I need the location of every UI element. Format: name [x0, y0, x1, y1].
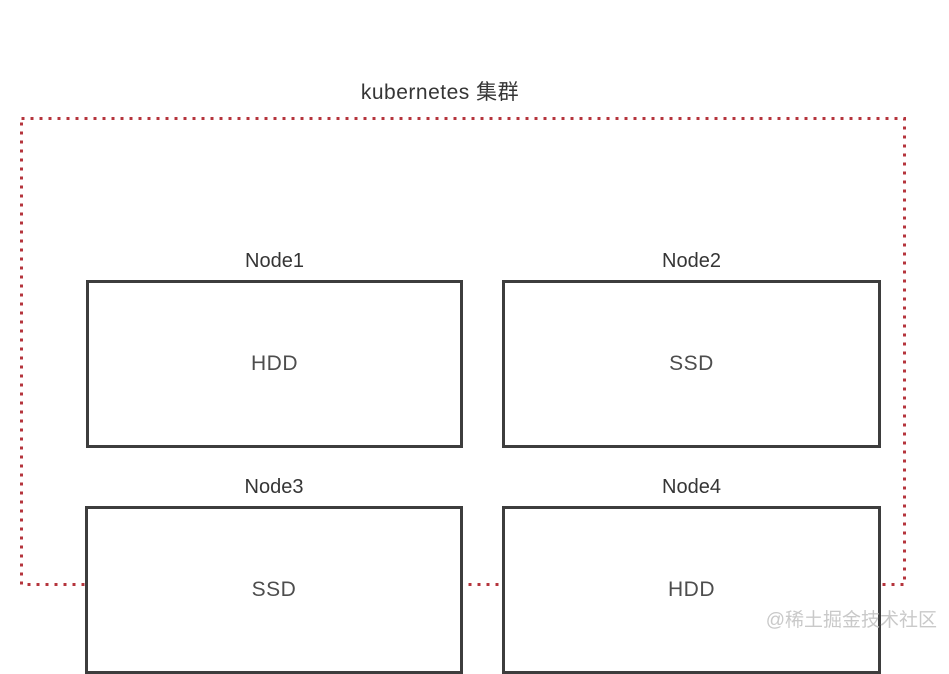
storage-label: HDD: [251, 352, 298, 375]
node-group-node2: Node2 SSD: [502, 249, 881, 448]
node-label: Node3: [244, 476, 304, 498]
storage-label: SSD: [251, 578, 297, 601]
storage-box: HDD: [502, 506, 881, 674]
cluster-dotted-border-rect: [20, 117, 906, 586]
cluster-dotted-border: [20, 117, 906, 586]
node-label: Node1: [245, 250, 304, 272]
storage-label: HDD: [668, 578, 715, 601]
node-group-node4: Node4 HDD: [502, 475, 881, 674]
node-label: Node2: [662, 250, 721, 272]
node-group-node3: Node3 SSD: [85, 475, 463, 674]
storage-box: HDD: [86, 280, 463, 448]
storage-box: SSD: [502, 280, 881, 448]
cluster-title: kubernetes 集群: [360, 81, 520, 104]
watermark: @稀土掘金技术社区: [765, 610, 937, 631]
storage-label: SSD: [669, 352, 714, 375]
storage-box: SSD: [85, 506, 463, 674]
node-group-node1: Node1 HDD: [86, 249, 463, 448]
cluster-boundary: Node1 HDD Node2 SSD Node3 SSD Node4 HDD: [20, 117, 906, 674]
node-label: Node4: [662, 476, 721, 498]
